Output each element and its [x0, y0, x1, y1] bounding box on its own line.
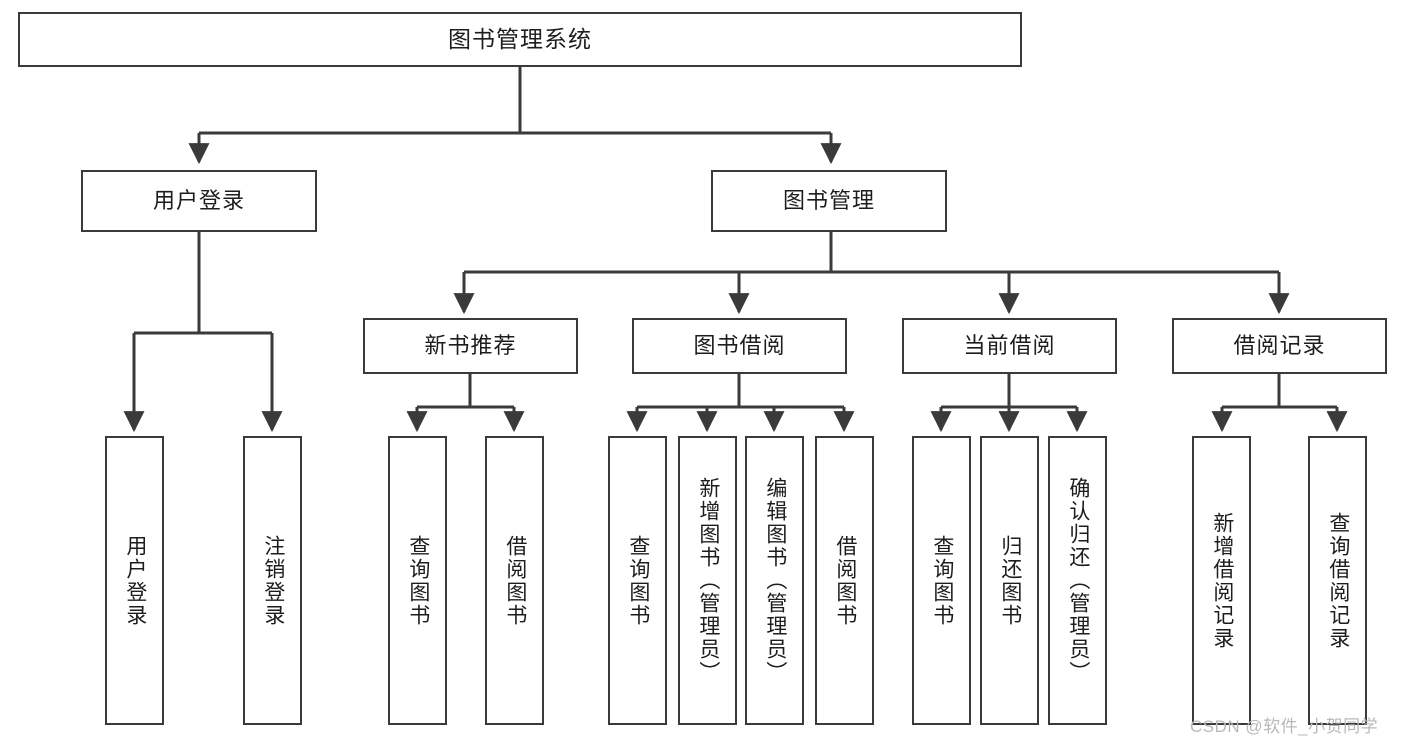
node-user-login[interactable]: 用户登录	[81, 170, 317, 232]
node-label: 图书借阅	[693, 333, 786, 359]
leaf-borrow-query-book[interactable]: 查询图书	[608, 436, 667, 725]
node-book-borrow[interactable]: 图书借阅	[632, 318, 847, 374]
node-borrow-records[interactable]: 借阅记录	[1172, 318, 1387, 374]
node-current-borrow[interactable]: 当前借阅	[902, 318, 1117, 374]
node-label: 查询图书	[406, 534, 430, 627]
csdn-watermark: CSDN @软件_小贺同学	[1190, 717, 1379, 736]
node-label: 当前借阅	[963, 333, 1056, 359]
leaf-records-query-record[interactable]: 查询借阅记录	[1308, 436, 1367, 725]
node-label: 借阅图书	[833, 534, 857, 627]
node-label: 查询图书	[930, 534, 954, 627]
node-label: 新增借阅记录	[1210, 511, 1234, 650]
node-label: 用户登录	[123, 534, 147, 627]
leaf-borrow-borrow-book[interactable]: 借阅图书	[815, 436, 874, 725]
leaf-records-add-record[interactable]: 新增借阅记录	[1192, 436, 1251, 725]
node-label: 查询借阅记录	[1326, 511, 1350, 650]
node-label: 用户登录	[152, 188, 245, 214]
node-label: 借阅图书	[503, 534, 527, 627]
leaf-current-confirm-return-admin[interactable]: 确认归还（管理员）	[1048, 436, 1107, 725]
node-book-management[interactable]: 图书管理	[711, 170, 947, 232]
leaf-recommend-query-book[interactable]: 查询图书	[388, 436, 447, 725]
node-label: 图书管理系统	[448, 25, 592, 52]
leaf-current-query-book[interactable]: 查询图书	[912, 436, 971, 725]
leaf-borrow-edit-book-admin[interactable]: 编辑图书（管理员）	[745, 436, 804, 725]
leaf-recommend-borrow-book[interactable]: 借阅图书	[485, 436, 544, 725]
node-root-system[interactable]: 图书管理系统	[18, 12, 1022, 67]
node-new-book-recommend[interactable]: 新书推荐	[363, 318, 578, 374]
node-label: 归还图书	[998, 534, 1022, 627]
node-label: 注销登录	[261, 534, 285, 627]
leaf-user-login-signout[interactable]: 注销登录	[243, 436, 302, 725]
node-label: 新书推荐	[424, 333, 517, 359]
node-label: 编辑图书（管理员）	[763, 477, 787, 684]
node-label: 查询图书	[626, 534, 650, 627]
node-label: 借阅记录	[1233, 333, 1326, 359]
node-label: 图书管理	[782, 188, 875, 214]
node-label: 新增图书（管理员）	[696, 477, 720, 684]
leaf-user-login-signin[interactable]: 用户登录	[105, 436, 164, 725]
node-label: 确认归还（管理员）	[1066, 477, 1090, 684]
leaf-current-return-book[interactable]: 归还图书	[980, 436, 1039, 725]
leaf-borrow-add-book-admin[interactable]: 新增图书（管理员）	[678, 436, 737, 725]
